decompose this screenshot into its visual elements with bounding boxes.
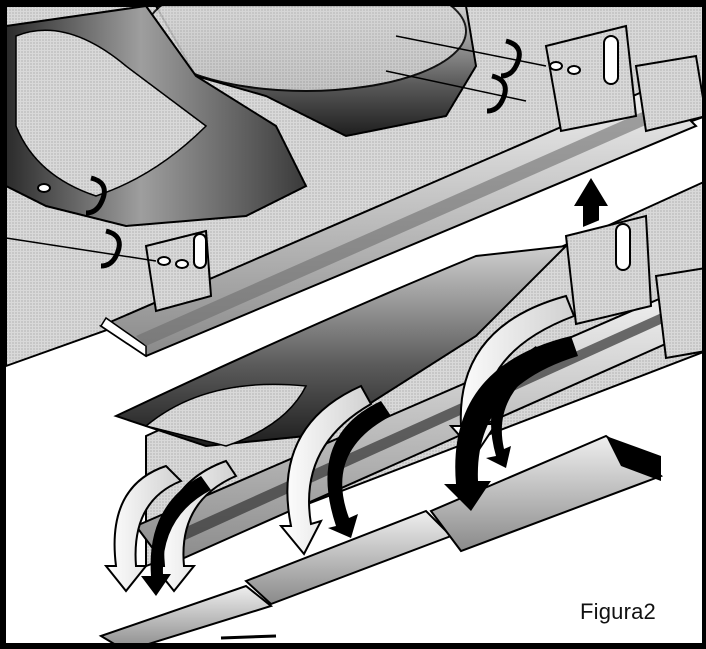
upper-cylinder-left-face [15,29,208,197]
screw-icon [567,65,581,75]
curved-arrow-black-icon [486,346,546,468]
curved-arrow-white-icon [278,384,373,556]
screw-icon [37,183,51,193]
curved-arrow-black-icon [444,336,578,511]
upper-bracket-left-slot [193,233,207,269]
clip-icon [100,228,122,269]
drip-tray-dark-end [606,436,661,481]
clip-icon [500,38,522,79]
lower-bracket [564,214,653,326]
lower-bracket-flange [654,267,702,360]
tray-edge-line [220,634,277,640]
curved-arrow-white-icon [103,464,183,593]
screw-guide-line [6,237,157,262]
lower-bracket-slot [615,223,631,271]
upper-trough-inner [136,106,666,346]
curved-arrow-black-icon [141,476,211,596]
upper-bracket-flange [634,54,702,133]
assembly-illustration [6,6,702,643]
figure-caption: Figura2 [580,599,656,624]
curved-arrow-black-icon [327,401,391,538]
lower-cylinder-face [144,383,308,447]
drip-tray-segment [98,584,274,643]
screw-icon [175,259,189,269]
screw-guide-line [395,35,547,67]
clip-icon [486,73,508,114]
lift-arrow-icon [574,178,608,236]
clip-icon [85,175,107,216]
screw-icon [157,256,171,266]
upper-bracket-right [544,24,638,133]
screw-icon [549,61,563,71]
upper-bracket-slot [603,35,619,85]
